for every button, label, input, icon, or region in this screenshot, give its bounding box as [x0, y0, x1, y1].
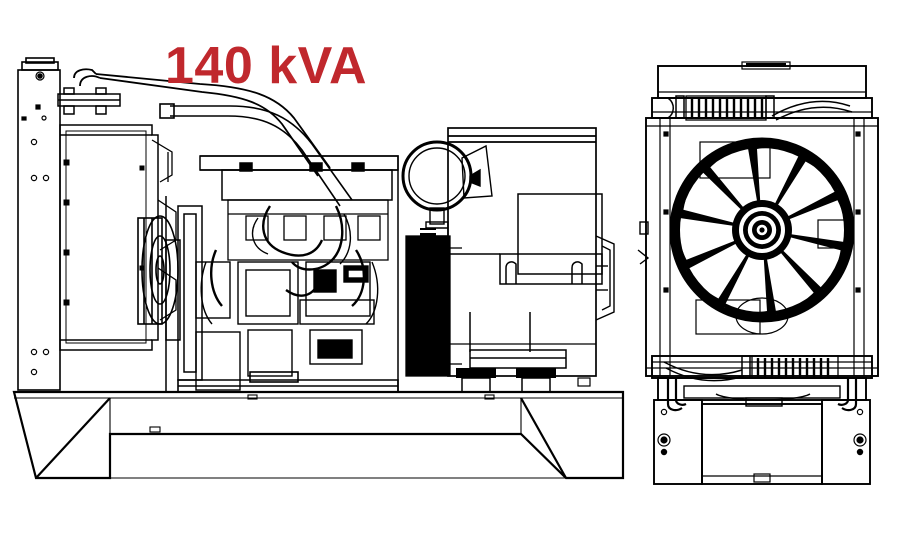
alternator-terminal-box	[448, 193, 603, 285]
upper-header-fins	[690, 98, 764, 119]
fan-hub	[732, 200, 792, 260]
engine-harness	[210, 205, 366, 307]
radiator-frame-detail	[646, 61, 878, 377]
engine-sump	[177, 371, 399, 393]
skid-cross-member	[35, 397, 567, 479]
flywheel-housing-outline	[405, 235, 462, 377]
behind-fan-structure	[695, 141, 853, 335]
rating-label: 140 kVA	[165, 37, 368, 95]
side-connector	[637, 221, 650, 265]
radiator-core	[59, 124, 159, 351]
front-elevation-view	[637, 61, 879, 485]
radiator-brace	[151, 139, 177, 321]
side-elevation-view	[12, 57, 625, 480]
lower-hose-detail	[663, 355, 751, 382]
lower-tray	[683, 385, 841, 407]
exhaust-flange	[57, 87, 121, 115]
alternator-lower-detail	[448, 343, 596, 387]
leg-hook-brackets	[666, 378, 858, 412]
support-legs-detail	[657, 408, 867, 483]
exhaust-pipe	[73, 68, 331, 177]
lower-header-fins	[756, 358, 830, 377]
upper-hose-detail	[667, 95, 853, 121]
flywheel-housing	[406, 228, 450, 376]
lower-header-tank	[751, 355, 839, 379]
radiator-panel-holes	[21, 71, 50, 376]
engine-valve-cover	[227, 199, 389, 261]
exhaust-second-run	[159, 103, 353, 207]
support-legs	[653, 399, 871, 485]
alternator-mounting-feet	[456, 312, 567, 393]
alternator-end-bracket	[595, 235, 615, 321]
